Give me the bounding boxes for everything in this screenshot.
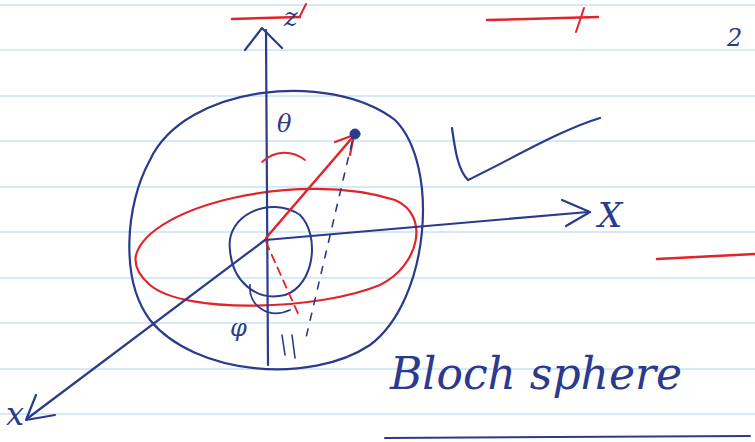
projection-line xyxy=(266,242,300,318)
projection-line xyxy=(305,142,352,342)
red-stroke xyxy=(300,4,306,16)
y-axis xyxy=(265,212,588,240)
inner-circle xyxy=(230,207,312,296)
check-mark xyxy=(452,118,600,180)
z-axis xyxy=(266,30,268,365)
axis-label: X xyxy=(598,198,622,232)
tick-marks xyxy=(282,335,295,358)
axis-label: x xyxy=(6,398,24,430)
margin-note: 2 xyxy=(727,26,742,50)
red-stroke xyxy=(576,8,584,32)
arrowhead xyxy=(245,28,282,50)
axis-label: z xyxy=(284,4,298,30)
underline xyxy=(385,436,750,438)
state-point xyxy=(350,129,360,139)
arrowhead xyxy=(562,200,590,226)
phi-arc xyxy=(250,285,290,313)
angle-label: φ xyxy=(230,316,247,340)
arrowhead xyxy=(26,395,55,420)
theta-arc xyxy=(262,153,305,162)
x-axis xyxy=(28,240,265,418)
diagram-title: Bloch sphere xyxy=(390,352,682,396)
angle-label: θ xyxy=(277,112,291,136)
red-stroke xyxy=(657,254,755,259)
equator-ellipse xyxy=(136,189,417,306)
